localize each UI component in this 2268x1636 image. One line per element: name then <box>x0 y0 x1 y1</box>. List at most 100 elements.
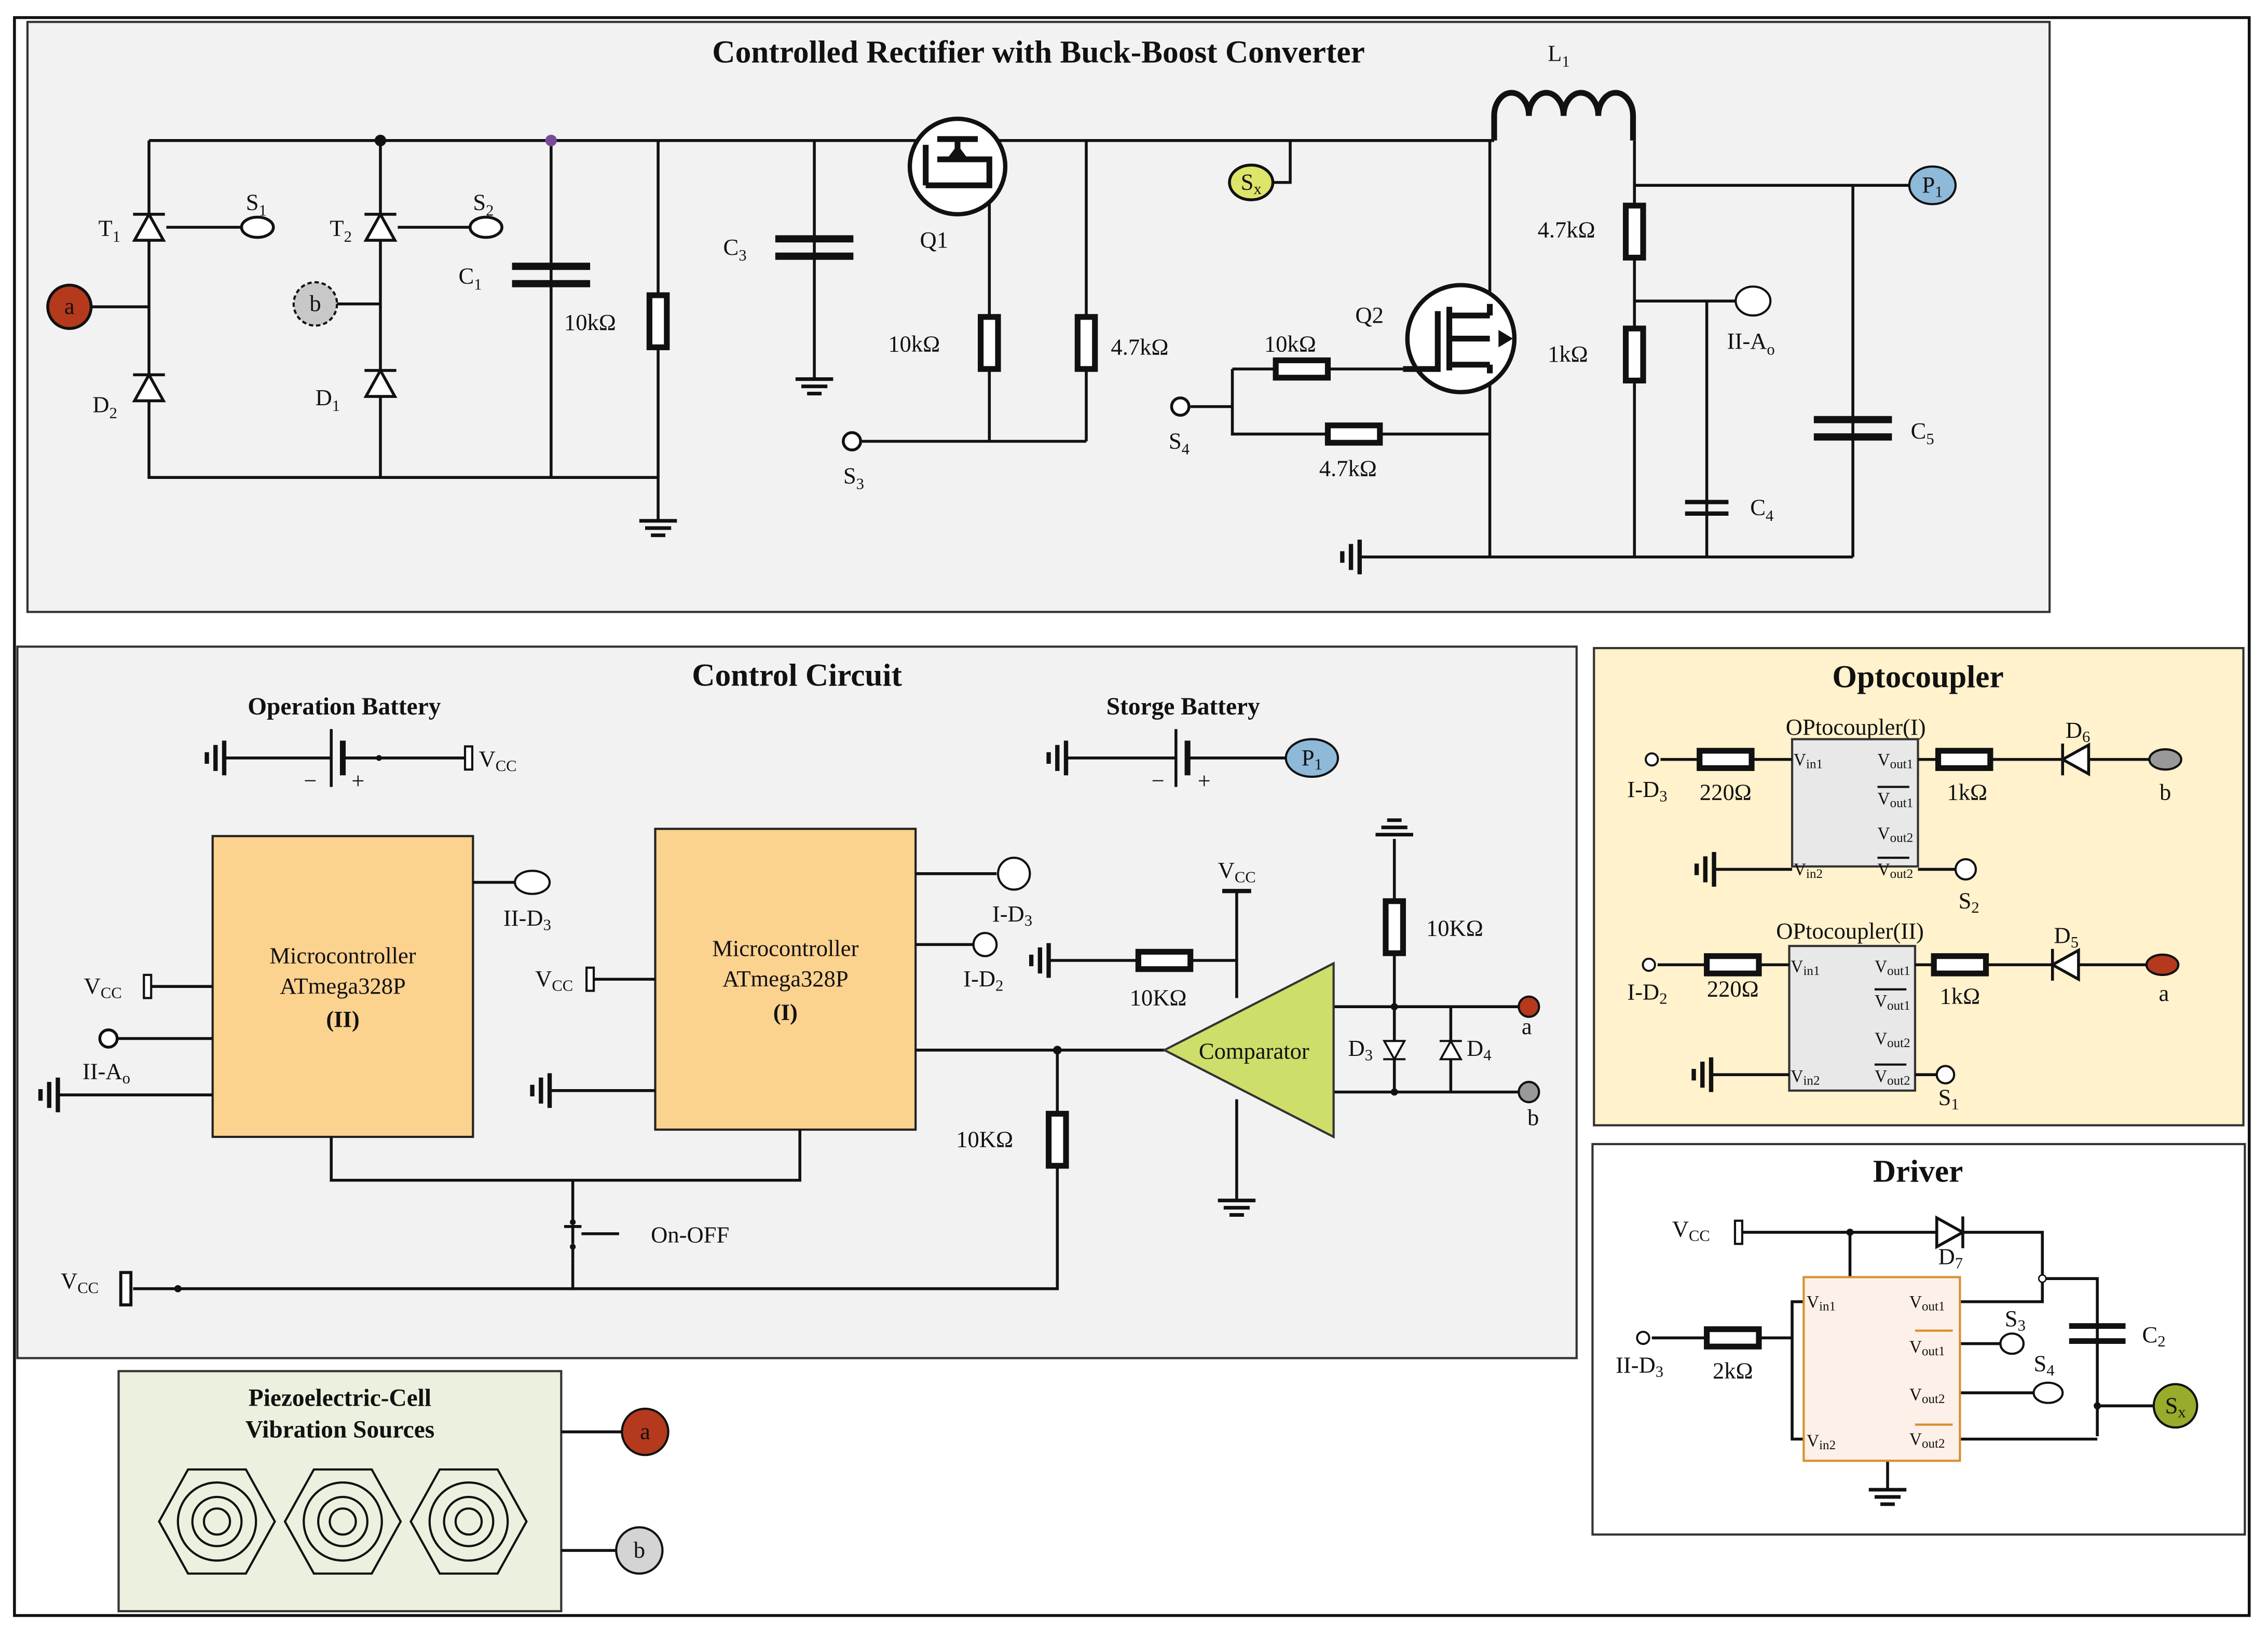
label-ii-d3: II-D3 <box>1616 1352 1663 1380</box>
svg-text:Vout2: Vout2 <box>1878 860 1914 882</box>
resistor-c1-10k <box>649 295 666 347</box>
label-c1: C1 <box>458 263 482 293</box>
svg-text:(I): (I) <box>773 999 798 1025</box>
label-r-q2-gate: 10kΩ <box>1264 331 1316 357</box>
piezo-title-line2: Vibration Sources <box>245 1417 434 1443</box>
vcc-terminal <box>144 975 151 998</box>
label-t2: T2 <box>330 215 352 245</box>
resistor-q1-10k <box>981 317 998 369</box>
svg-text:S1: S1 <box>1938 1084 1959 1113</box>
svg-text:P1: P1 <box>1922 172 1943 200</box>
vcc-label: VCC <box>1218 857 1256 886</box>
svg-text:Vin2: Vin2 <box>1807 1431 1836 1452</box>
label-c2: C2 <box>2142 1322 2166 1350</box>
label-d7: D7 <box>1938 1243 1963 1272</box>
optocoupler-title: Optocoupler <box>1832 659 2003 694</box>
terminal-s1 <box>240 215 275 239</box>
storage-battery-label: Storge Battery <box>1106 693 1260 720</box>
rectifier-panel: Controlled Rectifier with Buck-Boost Con… <box>26 21 2051 613</box>
resistor-q1-4.7k <box>1077 317 1095 369</box>
comparator: Comparator <box>1162 961 1335 1139</box>
svg-text:VCC: VCC <box>479 746 516 775</box>
svg-text:Vin1: Vin1 <box>1791 957 1820 978</box>
svg-text:Vin2: Vin2 <box>1794 860 1823 882</box>
svg-text:Vout1: Vout1 <box>1878 750 1914 772</box>
svg-text:+: + <box>1198 767 1211 793</box>
svg-text:Vout2: Vout2 <box>1909 1430 1945 1451</box>
terminal-ii-d3 <box>1636 1330 1650 1345</box>
svg-text:P1: P1 <box>1302 745 1322 773</box>
label-c4: C4 <box>1750 494 1773 525</box>
vcc-label: VCC <box>1672 1216 1710 1244</box>
vcc-label: VCC <box>61 1268 99 1297</box>
resistor-pull-10k <box>1386 901 1403 953</box>
driver-panel: Driver VCC D7 Vin1 Vin2 Vout1 Vout1 Vout… <box>1591 1143 2246 1536</box>
svg-text:a: a <box>64 293 75 319</box>
label-q1: Q1 <box>920 227 948 253</box>
label-ii-ao: II-Ao <box>83 1058 130 1087</box>
svg-text:220Ω: 220Ω <box>1707 976 1759 1002</box>
label-r-q1-source: 10kΩ <box>888 331 940 357</box>
svg-text:Microcontroller: Microcontroller <box>269 943 416 969</box>
terminal-a <box>1518 995 1540 1018</box>
terminal-p1: P1 <box>1908 165 1957 205</box>
svg-text:Vout1: Vout1 <box>1878 789 1914 810</box>
terminal-s3 <box>1999 1332 2025 1355</box>
piezo-cell <box>158 1468 276 1575</box>
svg-text:S2: S2 <box>1959 888 1979 916</box>
label-i-d3: I-D3 <box>992 901 1032 929</box>
svg-text:Vin1: Vin1 <box>1807 1293 1836 1314</box>
label-r-out: 10KΩ <box>956 1126 1013 1152</box>
resistor-q2-gate-10k <box>1276 360 1328 377</box>
svg-text:D6: D6 <box>2066 717 2091 746</box>
label-s1: S1 <box>246 189 267 219</box>
svg-text:Vout2: Vout2 <box>1875 1029 1910 1051</box>
vcc-terminal <box>586 968 594 991</box>
resistor-divider-1k <box>1626 328 1643 380</box>
resistor-driver-2k <box>1707 1329 1759 1346</box>
label-d1: D1 <box>316 384 340 415</box>
terminal-s3 <box>843 433 860 450</box>
label-s4: S4 <box>2034 1351 2055 1379</box>
rectifier-wires <box>89 139 1912 559</box>
vcc-label: VCC <box>535 966 573 994</box>
label-q2: Q2 <box>1355 302 1383 328</box>
label-r-c1: 10kΩ <box>564 309 616 335</box>
label-r-in: 2kΩ <box>1713 1357 1753 1383</box>
resistor-output-10k <box>1049 1113 1066 1165</box>
label-i-d2: I-D2 <box>963 966 1003 994</box>
svg-text:Vout1: Vout1 <box>1875 957 1910 978</box>
svg-text:Vout1: Vout1 <box>1909 1337 1945 1358</box>
svg-text:I-D3: I-D3 <box>1627 776 1667 805</box>
terminal-i-d2 <box>972 931 998 957</box>
label-r-ref: 10KΩ <box>1130 984 1187 1010</box>
vcc-label: VCC <box>84 973 122 1001</box>
svg-text:b: b <box>2160 779 2171 805</box>
resistor-q2-4.7k <box>1328 425 1379 443</box>
piezo-cell <box>283 1468 402 1575</box>
optocoupler-i: OPtocoupler(I) Vin1 Vout1 Vout1 Vout2 Vi… <box>1627 714 2182 916</box>
operation-battery-label: Operation Battery <box>248 693 441 720</box>
svg-text:Vout1: Vout1 <box>1909 1293 1945 1314</box>
piezo-title-line1: Piezoelectric-Cell <box>249 1384 431 1411</box>
label-ii-d3: II-D3 <box>503 905 551 933</box>
label-r-div-bot: 1kΩ <box>1548 341 1588 367</box>
label-d3: D3 <box>1348 1035 1373 1064</box>
svg-text:Vin1: Vin1 <box>1794 750 1823 772</box>
terminal-b <box>1518 1081 1540 1104</box>
svg-text:Sx: Sx <box>2165 1392 2186 1421</box>
driver-title: Driver <box>1873 1153 1963 1189</box>
resistor-reference-10k <box>1138 952 1190 969</box>
label-s3: S3 <box>843 462 864 492</box>
label-r-pull: 10KΩ <box>1426 915 1483 941</box>
svg-text:1kΩ: 1kΩ <box>1947 779 1987 805</box>
svg-text:Vout2: Vout2 <box>1875 1067 1910 1088</box>
label-t1: T1 <box>99 215 121 245</box>
mosfet-q2 <box>1403 283 1517 394</box>
control-wires <box>58 838 1519 1290</box>
vcc-terminal <box>1735 1221 1742 1244</box>
svg-text:(II): (II) <box>326 1006 359 1032</box>
svg-text:a: a <box>2158 980 2169 1006</box>
label-s3: S3 <box>2005 1305 2026 1334</box>
label-d2: D2 <box>92 392 117 422</box>
